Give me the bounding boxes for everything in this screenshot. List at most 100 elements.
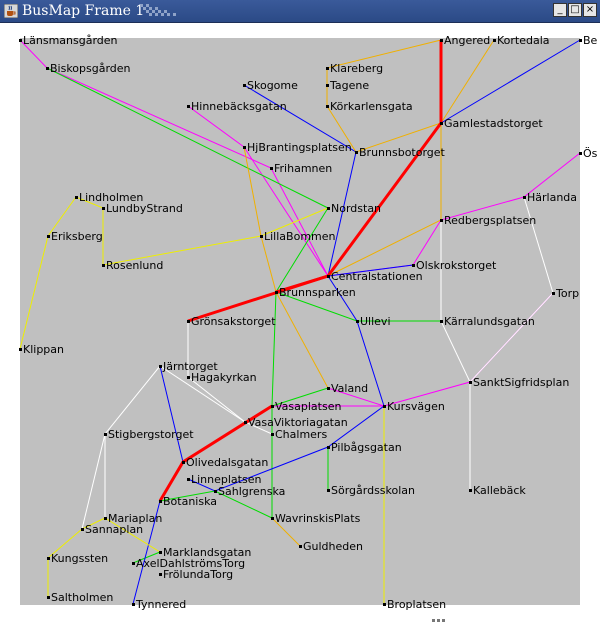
- route-line-red: [275, 274, 329, 294]
- stop-s-rg-rdsskolan[interactable]: Sörgårdsskolan: [327, 484, 415, 497]
- stop-marker: [327, 489, 330, 492]
- stop-tynnered[interactable]: Tynnered: [132, 598, 186, 611]
- stop-label: WavrinskisPlats: [275, 512, 361, 525]
- stop-saltholmen[interactable]: Saltholmen: [47, 591, 113, 604]
- route-line-blue: [187, 275, 385, 492]
- stop-sanktsigfridsplan[interactable]: SanktSigfridsplan: [469, 376, 569, 389]
- stop-label: Härlanda: [527, 191, 577, 204]
- stop-k-rkarlensgata[interactable]: Körkarlensgata: [326, 100, 413, 113]
- stop-label: VasaViktoriagatan: [248, 416, 348, 429]
- stop-linneplatsen[interactable]: Linneplatsen: [187, 473, 261, 486]
- java-coffee-icon: [4, 4, 18, 18]
- stop-marker: [214, 490, 217, 493]
- stop-kalleb-ck[interactable]: Kallebäck: [469, 484, 526, 497]
- stop-hagakyrkan[interactable]: Hagakyrkan: [187, 371, 257, 384]
- stop-broplatsen[interactable]: Broplatsen: [383, 598, 446, 611]
- resize-grip-icon[interactable]: [432, 618, 448, 624]
- stop-be[interactable]: Be: [579, 34, 598, 47]
- stop-label: Gamlestadstorget: [444, 117, 543, 130]
- stop-ullevi[interactable]: Ullevi: [356, 315, 391, 328]
- stop-marker: [243, 84, 246, 87]
- stop-marker: [46, 67, 49, 70]
- minimize-icon: _: [557, 4, 563, 15]
- stop-valand[interactable]: Valand: [327, 382, 368, 395]
- stop-hinneb-cksgatan[interactable]: Hinnebäcksgatan: [187, 100, 287, 113]
- stop-l-nsmansg-rden[interactable]: Länsmansgården: [19, 34, 118, 47]
- stop-kungssten[interactable]: Kungssten: [47, 552, 108, 565]
- stop-olskrokstorget[interactable]: Olskrokstorget: [412, 259, 497, 272]
- stop-vasaviktoriagatan[interactable]: VasaViktoriagatan: [244, 416, 348, 429]
- stop-label: Eriksberg: [51, 230, 103, 243]
- stop-frihamnen[interactable]: Frihamnen: [270, 162, 332, 175]
- stop-lindholmen[interactable]: Lindholmen: [75, 191, 143, 204]
- stop-redbergsplatsen[interactable]: Redbergsplatsen: [440, 214, 536, 227]
- stop-brunnsparken[interactable]: Brunnsparken: [275, 286, 356, 299]
- stop-marker: [579, 152, 582, 155]
- stop-klippan[interactable]: Klippan: [19, 343, 64, 356]
- stop-guldheden[interactable]: Guldheden: [299, 540, 363, 553]
- stop-tagene[interactable]: Tagene: [326, 79, 369, 92]
- stop-sannaplan[interactable]: Sannaplan: [81, 523, 143, 536]
- stop-marker: [271, 405, 274, 408]
- stop-gr-nsakstorget[interactable]: Grönsakstorget: [187, 315, 276, 328]
- stop-hjbrantingsplatsen[interactable]: HjBrantingsplatsen: [243, 141, 352, 154]
- stop-lillabommen[interactable]: LillaBommen: [260, 230, 336, 243]
- stop-label: Be: [583, 34, 598, 47]
- stop-sahlgrenska[interactable]: Sahlgrenska: [214, 485, 285, 498]
- maximize-button[interactable]: □: [568, 3, 582, 17]
- stop-gamlestadstorget[interactable]: Gamlestadstorget: [440, 117, 543, 130]
- route-line-white: [159, 365, 246, 423]
- title-bar[interactable]: BusMap Frame 1 _ □ ×: [0, 0, 600, 23]
- stop-chalmers[interactable]: Chalmers: [271, 428, 327, 441]
- stop-vasaplatsen[interactable]: Vasaplatsen: [271, 400, 341, 413]
- route-line-orange: [326, 39, 442, 69]
- stop-centralstationen[interactable]: Centralstationen: [327, 270, 423, 283]
- stop-marker: [440, 122, 443, 125]
- stop-marker: [104, 433, 107, 436]
- stop-label: Sannaplan: [85, 523, 143, 536]
- stop-axeldahlstr-mstorg[interactable]: AxelDahlströmsTorg: [132, 557, 245, 570]
- stop-eriksberg[interactable]: Eriksberg: [47, 230, 103, 243]
- stop-mariaplan[interactable]: Mariaplan: [104, 512, 162, 525]
- stop-marker: [326, 105, 329, 108]
- stop-marker: [159, 551, 162, 554]
- stop-rosenlund[interactable]: Rosenlund: [102, 259, 163, 272]
- stop-fr-lundatorg[interactable]: FrölundaTorg: [159, 568, 233, 581]
- stop-marker: [440, 39, 443, 42]
- stop-marker: [187, 376, 190, 379]
- stop-kursv-gen[interactable]: Kursvägen: [383, 400, 445, 413]
- stop-wavrinskisplats[interactable]: WavrinskisPlats: [271, 512, 361, 525]
- maximize-icon: □: [570, 4, 580, 15]
- stop-label: Brunnsparken: [279, 286, 356, 299]
- stop-lundbystrand[interactable]: LundbyStrand: [102, 202, 183, 215]
- stop-klareberg[interactable]: Klareberg: [326, 62, 383, 75]
- stop-botaniska[interactable]: Botaniska: [159, 495, 217, 508]
- stop-marker: [355, 151, 358, 154]
- minimize-button[interactable]: _: [553, 3, 567, 17]
- stop-nordstan[interactable]: Nordstan: [327, 202, 381, 215]
- stop-j-rntorget[interactable]: Järntorget: [159, 360, 218, 373]
- stop-torp[interactable]: Torp: [552, 287, 579, 300]
- stop-kortedala[interactable]: Kortedala: [493, 34, 550, 47]
- route-line-orange: [243, 146, 329, 389]
- stop-marker: [327, 275, 330, 278]
- stop-label: Olivedalsgatan: [186, 456, 268, 469]
- stop-olivedalsgatan[interactable]: Olivedalsgatan: [182, 456, 268, 469]
- stop-marker: [260, 235, 263, 238]
- stop-stigbergstorget[interactable]: Stigbergstorget: [104, 428, 194, 441]
- route-line-white: [440, 220, 471, 490]
- stop-k-rralundsgatan[interactable]: Kärralundsgatan: [440, 315, 535, 328]
- stop-label: Kungssten: [51, 552, 108, 565]
- route-line-blue: [132, 500, 161, 605]
- stop-angered[interactable]: Angered: [440, 34, 490, 47]
- stop-h-rlanda[interactable]: Härlanda: [523, 191, 577, 204]
- stop--s[interactable]: Ös: [579, 147, 598, 160]
- close-button[interactable]: ×: [583, 3, 597, 17]
- stop-pilb-gsgatan[interactable]: Pilbågsgatan: [327, 441, 402, 454]
- stop-brunnsbotorget[interactable]: Brunnsbotorget: [355, 146, 446, 159]
- stop-skogome[interactable]: Skogome: [243, 79, 298, 92]
- stop-biskopsg-rden[interactable]: Biskopsgården: [46, 62, 131, 75]
- stop-marklandsgatan[interactable]: Marklandsgatan: [159, 546, 251, 559]
- stop-label: Rosenlund: [106, 259, 163, 272]
